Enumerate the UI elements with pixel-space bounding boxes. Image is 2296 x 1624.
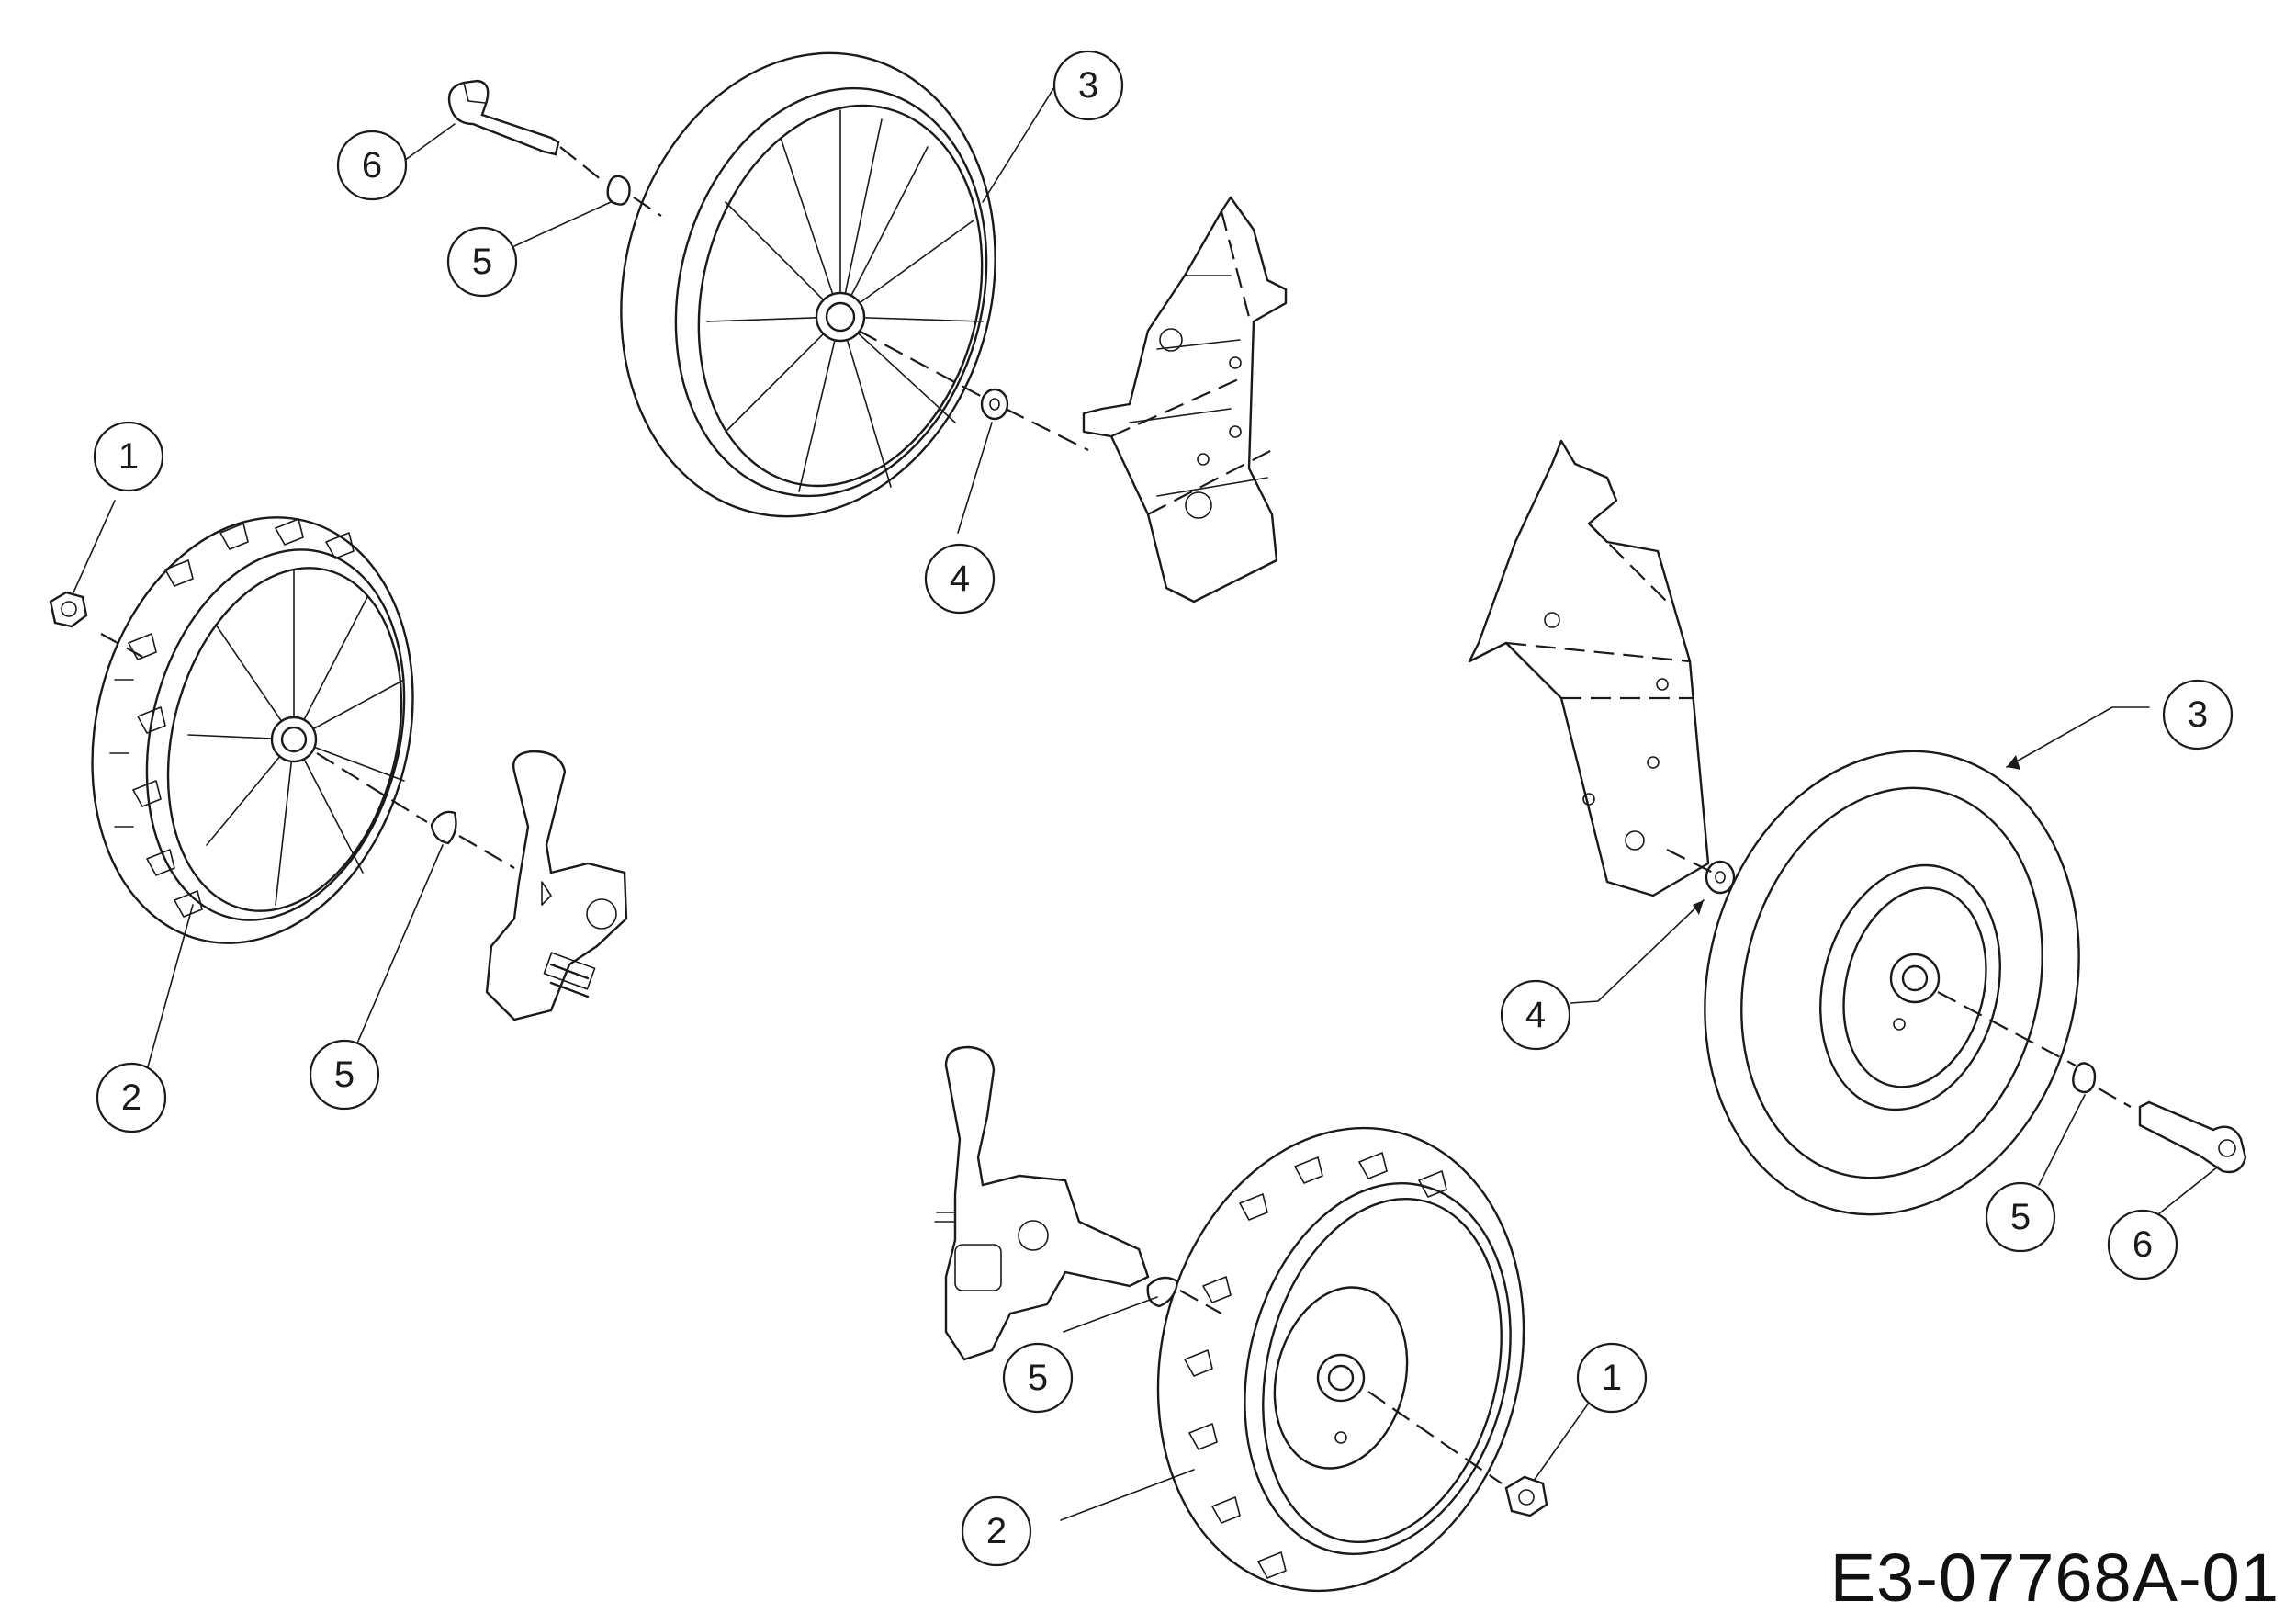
callout-3-right: 3 bbox=[2162, 679, 2234, 750]
callout-label: 5 bbox=[334, 1054, 355, 1095]
nut-bottom bbox=[1504, 1475, 1548, 1517]
bracket-top bbox=[1082, 196, 1288, 603]
washer-right bbox=[1705, 860, 1736, 895]
callout-4-right: 4 bbox=[1500, 979, 1571, 1051]
arrowhead bbox=[1693, 900, 1704, 915]
callout-5-left: 5 bbox=[309, 1039, 380, 1111]
callout-label: 5 bbox=[1028, 1358, 1048, 1398]
callout-label: 5 bbox=[2010, 1197, 2031, 1237]
callout-5-bottom: 5 bbox=[1002, 1342, 1074, 1414]
rear-wheel-right bbox=[1704, 750, 2080, 1216]
axle-bolt-top bbox=[447, 79, 560, 156]
front-wheel-left bbox=[91, 516, 414, 944]
spacer-left bbox=[430, 810, 457, 845]
callout-2-left: 2 bbox=[96, 1062, 167, 1133]
height-adjuster-left bbox=[485, 750, 628, 1021]
callout-label: 5 bbox=[472, 242, 492, 282]
callout-label: 4 bbox=[1525, 995, 1546, 1035]
callout-label: 2 bbox=[121, 1077, 141, 1118]
callout-label: 1 bbox=[118, 436, 139, 477]
callout-label: 3 bbox=[2188, 694, 2208, 735]
callout-1-bottom: 1 bbox=[1576, 1342, 1648, 1414]
callout-label: 1 bbox=[1602, 1358, 1622, 1398]
callout-4-top: 4 bbox=[924, 543, 996, 615]
callout-label: 6 bbox=[2133, 1224, 2153, 1265]
callout-1-left: 1 bbox=[93, 421, 164, 492]
callout-label: 2 bbox=[986, 1511, 1007, 1551]
callout-5-right: 5 bbox=[1985, 1181, 2056, 1253]
front-wheel-bottom bbox=[1156, 1126, 1525, 1593]
callout-2-bottom: 2 bbox=[961, 1495, 1032, 1567]
callout-label: 3 bbox=[1078, 65, 1098, 106]
leader-lines bbox=[73, 86, 2219, 1521]
callout-5-top: 5 bbox=[446, 226, 518, 298]
axle-bolt-right bbox=[2138, 1100, 2247, 1174]
callout-3-top: 3 bbox=[1052, 50, 1124, 121]
height-adjuster-bottom bbox=[934, 1045, 1150, 1361]
callout-6-right: 6 bbox=[2107, 1209, 2178, 1280]
spacer-right bbox=[2072, 1062, 2097, 1094]
drawing-id: E3-07768A-01 bbox=[1829, 1539, 2279, 1616]
rear-wheel-top bbox=[620, 51, 996, 518]
callout-6-top: 6 bbox=[336, 130, 408, 201]
spacer-top bbox=[606, 175, 631, 206]
washer-top bbox=[980, 388, 1009, 421]
bracket-right bbox=[1468, 439, 1710, 897]
callout-label: 4 bbox=[950, 558, 970, 599]
callout-label: 6 bbox=[362, 145, 382, 186]
arrowhead bbox=[2007, 755, 2020, 770]
nut-left bbox=[49, 591, 88, 628]
